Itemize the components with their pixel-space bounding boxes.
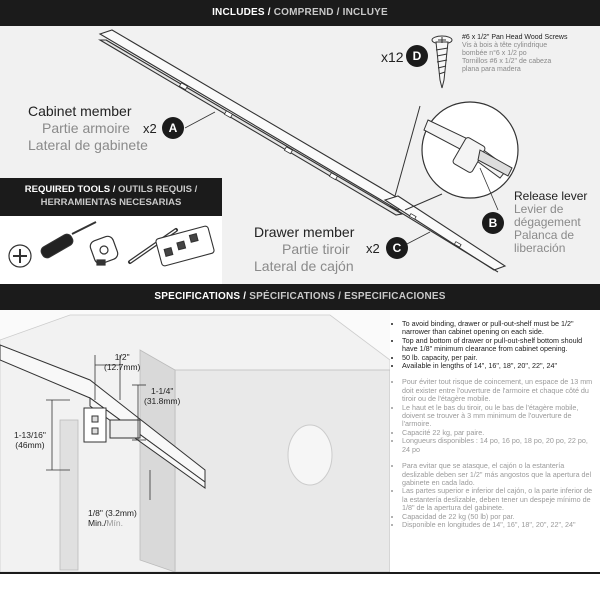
drawer-member-en: Drawer member: [254, 224, 355, 240]
tools-header-fr: OUTILS REQUIS /: [118, 184, 198, 195]
dim-eighth: 1/8" (3.2mm): [88, 508, 137, 518]
note-fr-4: Longueurs disponibles : 14 po, 16 po, 18…: [402, 437, 597, 454]
note-es-1: Para evitar que se atasque, el cajón o l…: [402, 461, 597, 487]
badge-a: A: [162, 117, 184, 139]
screw-qty: x12: [381, 49, 404, 65]
notes-french: Pour éviter tout risque de coincement, u…: [392, 378, 597, 454]
dimension-half-inch: 1/2" (12.7mm): [104, 352, 140, 372]
screw-desc-fr1: Vis à bois à tête cylindrique: [462, 42, 548, 49]
note-fr-3: Capacité 22 kg, par paire.: [402, 428, 597, 437]
screw-desc-es1: Tornillos #6 x 1/2" de cabeza: [462, 58, 552, 65]
release-lever-fr2: dégagement: [514, 215, 581, 229]
dim-half-in: 1/2": [114, 352, 130, 362]
jig-template-icon: [155, 225, 215, 267]
release-lever-label: Release lever Levier de dégagement Palan…: [514, 190, 587, 255]
notes-english: To avoid binding, drawer or pull-out-she…: [392, 319, 597, 370]
tools-illustration: [8, 221, 215, 268]
cabinet-member-fr: Partie armoire: [42, 120, 130, 136]
spec-header-fr-es: SPÉCIFICATIONS / ESPECIFICACIONES: [249, 291, 446, 302]
dimension-one-13-16: 1-13/16" (46mm): [14, 430, 46, 450]
badge-c: C: [386, 237, 408, 259]
dimension-eighth: 1/8" (3.2mm) Min./Mín.: [88, 508, 137, 528]
note-es-3: Capacidad de 22 kg (50 lb) por par.: [402, 512, 597, 521]
tape-measure-icon: [89, 235, 119, 266]
note-en-4: Available in lengths of 14", 16", 18", 2…: [402, 361, 597, 370]
drawer-member-label: Drawer member Partie tiroir Lateral de c…: [254, 224, 354, 275]
dim-one-13-in: 1-13/16": [14, 430, 46, 440]
note-en-3: 50 lb. capacity, per pair.: [402, 353, 597, 362]
includes-header-en: INCLUDES /: [212, 7, 274, 18]
screw-desc-fr2: bombée n°6 x 1/2 po: [462, 50, 527, 57]
release-lever-es1: Palanca de: [514, 228, 575, 242]
badge-d: D: [406, 45, 428, 67]
note-en-1: To avoid binding, drawer or pull-out-she…: [402, 319, 597, 337]
specification-notes: To avoid binding, drawer or pull-out-she…: [392, 319, 597, 537]
dim-one-quarter-mm: (31.8mm): [144, 396, 181, 406]
dim-half-mm: (12.7mm): [104, 362, 141, 372]
drawer-member-es: Lateral de cajón: [254, 258, 354, 274]
includes-header: INCLUDES / COMPREND / INCLUYE: [0, 0, 600, 26]
cabinet-member-label: Cabinet member Partie armoire Lateral de…: [28, 103, 148, 154]
badge-b: B: [482, 212, 504, 234]
dim-one-13-mm: (46mm): [15, 440, 45, 450]
pencil-icon: [128, 228, 178, 264]
spec-header-en: SPECIFICATIONS /: [154, 291, 250, 302]
screw-desc-en: #6 x 1/2" Pan Head Wood Screws: [462, 34, 568, 41]
tools-header-en: REQUIRED TOOLS /: [24, 184, 119, 195]
cabinet-member-qty: x2: [143, 121, 157, 136]
note-fr-1: Pour éviter tout risque de coincement, u…: [402, 378, 597, 403]
release-lever-en: Release lever: [514, 189, 588, 203]
note-en-2: Top and bottom of drawer or pull-out-she…: [402, 336, 597, 354]
screw-description: #6 x 1/2" Pan Head Wood Screws Vis à boi…: [462, 34, 598, 74]
screw-icon: [431, 35, 453, 89]
cabinet-member-en: Cabinet member: [28, 103, 132, 119]
note-fr-2: Le haut et le bas du tiroir, ou le bas d…: [402, 403, 597, 429]
required-tools-box: REQUIRED TOOLS / OUTILS REQUIS / HERRAMI…: [0, 178, 222, 284]
dimension-one-quarter: 1-1/4" (31.8mm): [144, 386, 180, 406]
release-lever-es2: liberación: [514, 241, 566, 255]
drawer-member-fr: Partie tiroir: [282, 241, 350, 257]
required-tools-header: REQUIRED TOOLS / OUTILS REQUIS / HERRAMI…: [0, 178, 222, 216]
slide-illustration: [97, 29, 519, 273]
includes-header-fr-es: COMPREND / INCLUYE: [273, 7, 388, 18]
dim-eighth-min: Min./: [88, 518, 107, 528]
tools-header-es: HERRAMIENTAS NECESARIAS: [40, 197, 182, 208]
screwdriver-icon: [40, 221, 97, 259]
screw-head-icon: [8, 244, 32, 268]
note-es-2: Las partes superior e inferior del cajón…: [402, 487, 597, 512]
drawer-member-qty: x2: [366, 241, 380, 256]
dim-one-quarter-in: 1-1/4": [150, 386, 174, 396]
notes-spanish: Para evitar que se atasque, el cajón o l…: [392, 461, 597, 529]
release-lever-fr1: Levier de: [514, 202, 564, 216]
cabinet-cross-section-illustration: [0, 310, 390, 572]
dim-eighth-min-es: Mín.: [106, 518, 123, 528]
note-es-4: Disponible en longitudes de 14", 16", 18…: [402, 520, 597, 529]
bottom-divider: [0, 572, 600, 574]
cabinet-member-es: Lateral de gabinete: [28, 137, 148, 153]
specifications-header: SPECIFICATIONS / SPÉCIFICATIONS / ESPECI…: [0, 284, 600, 310]
screw-desc-es2: plana para madera: [462, 66, 521, 73]
